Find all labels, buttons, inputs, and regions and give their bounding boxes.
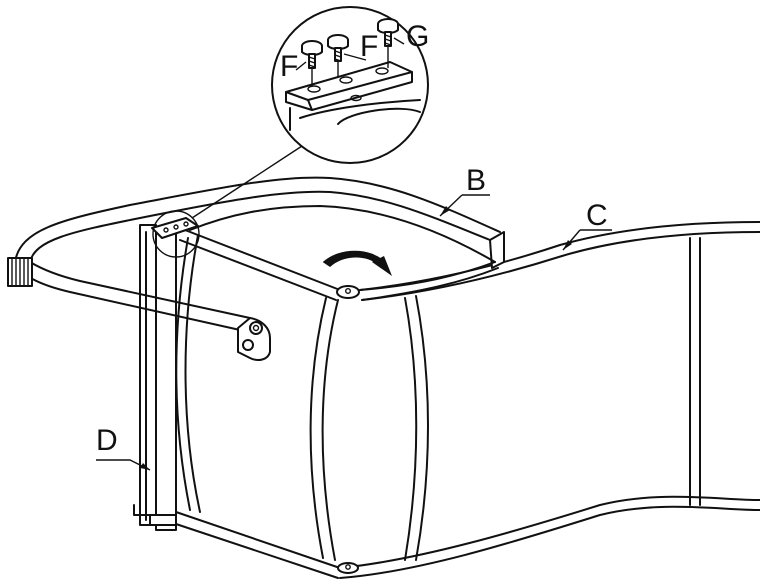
part-c-label: C <box>586 199 608 232</box>
screw-g-label: G <box>406 20 429 53</box>
top-seat-frame-b <box>7 176 505 361</box>
detail-magnifier <box>271 6 429 164</box>
bottom-rails <box>175 495 760 579</box>
part-d-label: D <box>96 424 118 457</box>
joint-plate <box>151 145 303 258</box>
label-b: B <box>439 164 490 217</box>
label-f-right: F <box>360 30 378 63</box>
screw-f-right-label: F <box>360 30 378 63</box>
label-c: C <box>562 199 612 251</box>
label-g: G <box>406 20 429 53</box>
screw-f-left-label: F <box>280 50 298 83</box>
label-d: D <box>96 424 151 471</box>
right-frame-c <box>359 221 760 506</box>
screw-g-icon <box>377 18 405 68</box>
part-b-label: B <box>466 164 486 197</box>
label-f-left: F <box>280 50 298 83</box>
rotation-arrow-icon <box>322 250 392 276</box>
screw-f-right-icon <box>327 34 367 77</box>
left-frame-d <box>133 224 177 531</box>
screw-f-left-icon <box>295 40 323 86</box>
seat-sling <box>175 234 429 561</box>
